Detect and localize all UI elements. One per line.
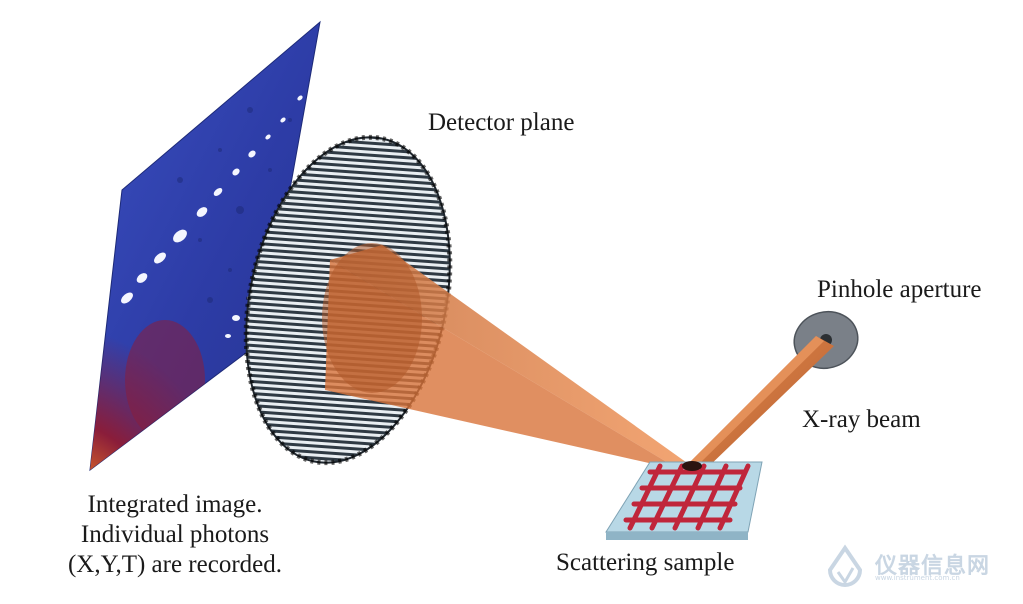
watermark-text: 仪器信息网 [875,554,991,579]
label-detector-plane: Detector plane [428,109,575,136]
watermark-subtext: www.instrument.com.cn [875,574,960,582]
label-integrated-image: Integrated image. Individual photons (X,… [55,490,295,580]
sample-lattice [623,463,751,531]
label-integrated-line2: Individual photons [80,521,270,548]
label-xray-beam: X-ray beam [802,406,921,433]
xray-beam [690,336,834,470]
label-scattering-sample: Scattering sample [556,549,735,576]
label-pinhole-aperture: Pinhole aperture [817,276,982,303]
scattering-sample [605,461,763,540]
label-integrated-line3: (X,Y,T) are recorded. [67,551,282,578]
watermark-logo-icon [827,544,863,587]
scattered-cone [322,243,690,470]
watermark: 仪器信息网 www.instrument.com.cn [820,542,1020,592]
label-integrated-line1: Integrated image. [87,491,263,518]
